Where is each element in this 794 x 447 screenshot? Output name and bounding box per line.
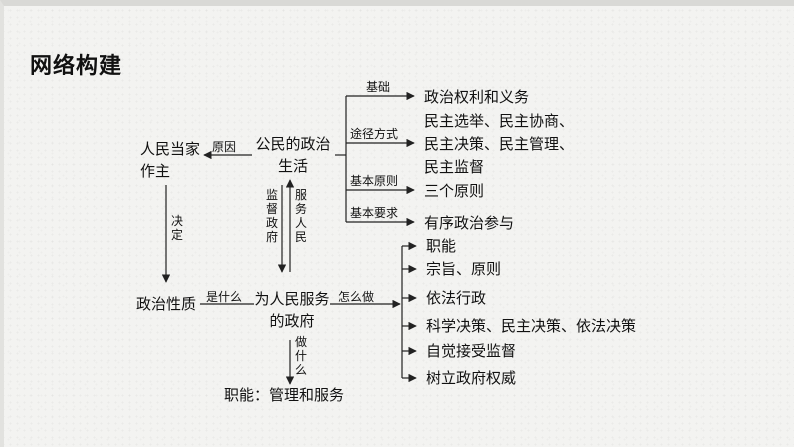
action-zhineng: 职能 [426,237,457,255]
label-yuanyin: 原因 [212,140,237,154]
branch-label-jichu: 基础 [366,80,391,94]
item-youxu-canyu: 有序政治参与 [424,214,515,232]
node-gongmin-zhengzhi: 公民的政治生活 [255,135,331,175]
item-tujing-line3: 民主监督 [424,158,485,176]
section-title: 网络构建 [30,54,123,79]
item-sange-yuanze: 三个原则 [424,182,485,200]
item-tujing-line2: 民主决策、民主管理、 [424,135,575,153]
item-tujing-line1: 民主选举、民主协商、 [424,112,575,130]
branch-label-yaoqiu: 基本要求 [350,206,399,220]
node-renmin-dangjia: 人民当家作主 [140,140,201,180]
label-jiandu-zhengfu: 监督政府 [265,188,278,244]
action-yifa-xingzheng: 依法行政 [426,289,487,307]
label-jueding: 决定 [170,214,183,242]
action-jieshou-jiandu: 自觉接受监督 [426,342,517,360]
node-wei-renmin-fuwu: 为人民服务的政府 [254,290,330,330]
label-zenmezuo: 怎么做 [338,290,375,304]
action-zongzhi-yuanze: 宗旨、原则 [426,260,502,278]
action-kexue-juece: 科学决策、民主决策、依法决策 [426,317,637,335]
node-zhengzhi-xingzhi: 政治性质 [136,295,197,313]
item-zhengzhi-quanli: 政治权利和义务 [424,88,530,106]
label-fuwu-renmin: 服务人民 [294,188,307,244]
branch-label-tujing: 途径方式 [350,127,399,141]
node-zhineng: 职能：管理和服务 [224,386,345,404]
label-zuoshenme: 做什么 [294,335,307,377]
label-shishenme: 是什么 [206,290,243,304]
branch-label-yuanze: 基本原则 [350,174,399,188]
action-shuli-quanwei: 树立政府权威 [426,369,517,387]
